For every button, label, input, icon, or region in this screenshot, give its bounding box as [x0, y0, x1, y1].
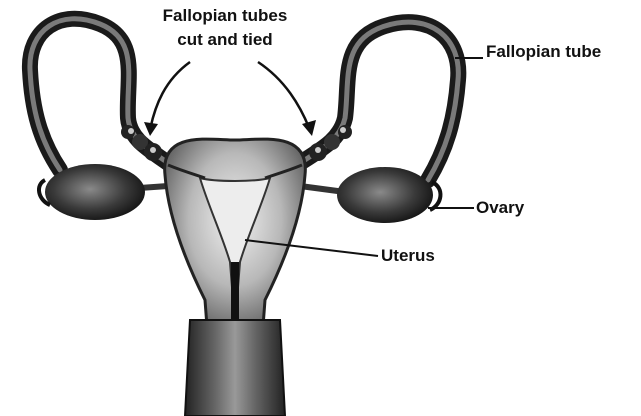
ovary-label: Ovary: [476, 198, 524, 218]
left-ligation-site: [121, 125, 162, 161]
uterus-label: Uterus: [381, 246, 435, 266]
vagina: [185, 320, 285, 416]
ligation-label-line1: Fallopian tubes: [125, 4, 325, 28]
ligation-label: Fallopian tubes cut and tied: [125, 4, 325, 52]
fallopian-tube-label: Fallopian tube: [486, 42, 601, 62]
ligation-label-line2: cut and tied: [125, 28, 325, 52]
ligation-arrows: [144, 62, 316, 136]
